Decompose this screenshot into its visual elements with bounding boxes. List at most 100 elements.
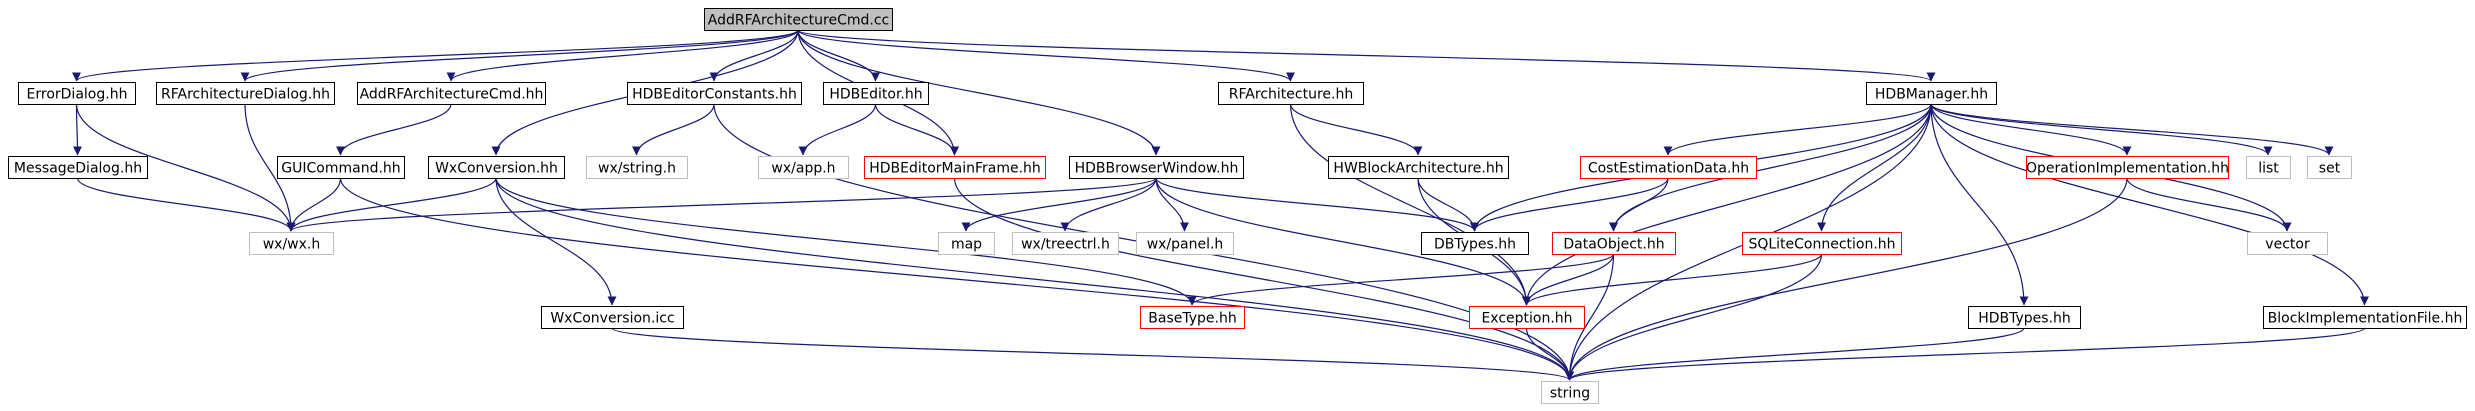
edge-rfa-to-exception	[1289, 103, 1531, 306]
edge-hdbm-to-set	[1930, 103, 2334, 156]
node-wxconvicc[interactable]: WxConversion.icc	[541, 306, 684, 329]
node-hdbemf[interactable]: HDBEditorMainFrame.hh	[864, 156, 1046, 179]
edge-hdbm-to-ced	[1663, 103, 1932, 156]
node-box	[541, 306, 684, 329]
node-basetype[interactable]: BaseType.hh	[1140, 306, 1245, 329]
edge-hdbbw-to-exception	[1155, 177, 1531, 306]
node-exception[interactable]: Exception.hh	[1469, 306, 1585, 329]
node-box	[1140, 306, 1245, 329]
node-box	[1421, 232, 1529, 255]
node-label: HWBlockArchitecture.hh	[1333, 161, 1503, 177]
node-box	[277, 156, 405, 179]
node-guicmd[interactable]: GUICommand.hh	[277, 156, 405, 179]
node-label: HDBEditorConstants.hh	[632, 87, 797, 103]
node-set: set	[2307, 156, 2352, 179]
edge-wxconv-to-wxconvicc	[495, 177, 617, 306]
node-box	[2307, 156, 2352, 179]
node-box	[1742, 232, 1902, 255]
node-msgdlg[interactable]: MessageDialog.hh	[8, 156, 148, 179]
node-sqlite[interactable]: SQLiteConnection.hh	[1742, 232, 1902, 255]
node-box	[938, 232, 995, 255]
node-opimpl[interactable]: OperationImplementation.hh	[2026, 156, 2229, 179]
edge-errdlg-to-wxwx	[75, 103, 296, 232]
node-dbtypes[interactable]: DBTypes.hh	[1421, 232, 1529, 255]
node-label: string	[1550, 386, 1590, 402]
node-addcmd[interactable]: AddRFArchitectureCmd.hh	[357, 82, 546, 105]
edge-blockimpl-to-string	[1565, 327, 2366, 381]
node-label: BlockImplementationFile.hh	[2268, 311, 2463, 327]
edge-addcmd-to-guicmd	[336, 103, 452, 156]
node-panel: wx/panel.h	[1136, 232, 1234, 255]
node-dataobj[interactable]: DataObject.hh	[1552, 232, 1676, 255]
node-hwba[interactable]: HWBlockArchitecture.hh	[1328, 156, 1509, 179]
edge-hdbemf-to-string	[953, 177, 1574, 381]
edge-sqlite-to-exception	[1522, 253, 1823, 306]
node-wxwx: wx/wx.h	[249, 232, 334, 255]
node-ced[interactable]: CostEstimationData.hh	[1580, 156, 1757, 179]
node-box	[1552, 232, 1676, 255]
node-box	[1866, 82, 1997, 105]
node-label: wx/panel.h	[1147, 237, 1224, 253]
edge-root-to-rfa	[797, 29, 1295, 82]
node-box	[18, 82, 136, 105]
node-wxconv[interactable]: WxConversion.hh	[428, 156, 565, 179]
node-hdbe[interactable]: HDBEditor.hh	[823, 82, 929, 105]
node-errdlg[interactable]: ErrorDialog.hh	[18, 82, 136, 105]
node-box	[1328, 156, 1509, 179]
node-box	[156, 82, 335, 105]
edge-hdbe-to-hdbemf	[874, 103, 959, 156]
node-label: WxConversion.hh	[435, 161, 558, 177]
edge-wxconv-to-string	[495, 177, 1574, 381]
edge-guicmd-to-string	[339, 177, 1574, 381]
edge-root-to-hdbbw	[797, 29, 1161, 156]
node-box	[1469, 306, 1585, 329]
edges-layer	[72, 29, 2369, 381]
node-hdbm[interactable]: HDBManager.hh	[1866, 82, 1997, 105]
edge-root-to-errdlg	[72, 29, 799, 82]
node-hdbbw[interactable]: HDBBrowserWindow.hh	[1069, 156, 1244, 179]
node-box	[2026, 156, 2229, 179]
edge-hdbbw-to-map	[961, 177, 1157, 232]
node-label: list	[2258, 161, 2279, 177]
node-label: HDBManager.hh	[1875, 87, 1988, 103]
node-label: WxConversion.icc	[550, 311, 674, 327]
edge-dataobj-to-string	[1565, 253, 1615, 381]
node-label: wx/treectrl.h	[1021, 237, 1110, 253]
node-box	[428, 156, 565, 179]
edge-hdbm-to-blockimpl	[1930, 103, 2369, 306]
edge-hdbm-to-sqlite	[1817, 103, 1932, 232]
node-label: SQLiteConnection.hh	[1748, 237, 1895, 253]
node-box	[586, 156, 688, 179]
node-label: Exception.hh	[1481, 311, 1572, 327]
edge-wxconv-to-wxwx	[286, 177, 497, 232]
node-blockimpl[interactable]: BlockImplementationFile.hh	[2263, 306, 2467, 329]
edge-rfadlg-to-wxwx	[244, 103, 296, 232]
node-rfadlg[interactable]: RFArchitectureDialog.hh	[156, 82, 335, 105]
edge-hdbtypes-to-string	[1565, 327, 2025, 381]
node-label: wx/app.h	[771, 161, 835, 177]
node-wxapp: wx/app.h	[758, 156, 849, 179]
node-vector: vector	[2247, 232, 2328, 255]
edge-opimpl-to-string	[1565, 177, 2128, 381]
edge-wxconv-to-basetype	[495, 177, 1197, 306]
edge-wxconvicc-to-string	[611, 327, 1574, 381]
edge-hdbec-to-wxstring	[632, 103, 715, 156]
node-hdbtypes[interactable]: HDBTypes.hh	[1968, 306, 2081, 329]
node-label: HDBBrowserWindow.hh	[1075, 161, 1239, 177]
node-hdbec[interactable]: HDBEditorConstants.hh	[627, 82, 802, 105]
node-label: set	[2319, 161, 2341, 177]
node-label: DBTypes.hh	[1434, 237, 1516, 253]
edge-ced-to-dbtypes	[1470, 177, 1669, 232]
node-box	[1580, 156, 1757, 179]
node-box	[2246, 156, 2291, 179]
edge-hdbm-to-hdbtypes	[1930, 103, 2029, 306]
edge-opimpl-to-vector	[2126, 177, 2292, 232]
node-root[interactable]: AddRFArchitectureCmd.cc	[704, 8, 893, 31]
edge-root-to-hdbe	[797, 29, 880, 82]
node-label: AddRFArchitectureCmd.cc	[708, 13, 889, 29]
node-box	[1218, 82, 1364, 105]
edge-dataobj-to-basetype	[1187, 253, 1615, 306]
node-rfa[interactable]: RFArchitecture.hh	[1218, 82, 1364, 105]
node-box	[1069, 156, 1244, 179]
